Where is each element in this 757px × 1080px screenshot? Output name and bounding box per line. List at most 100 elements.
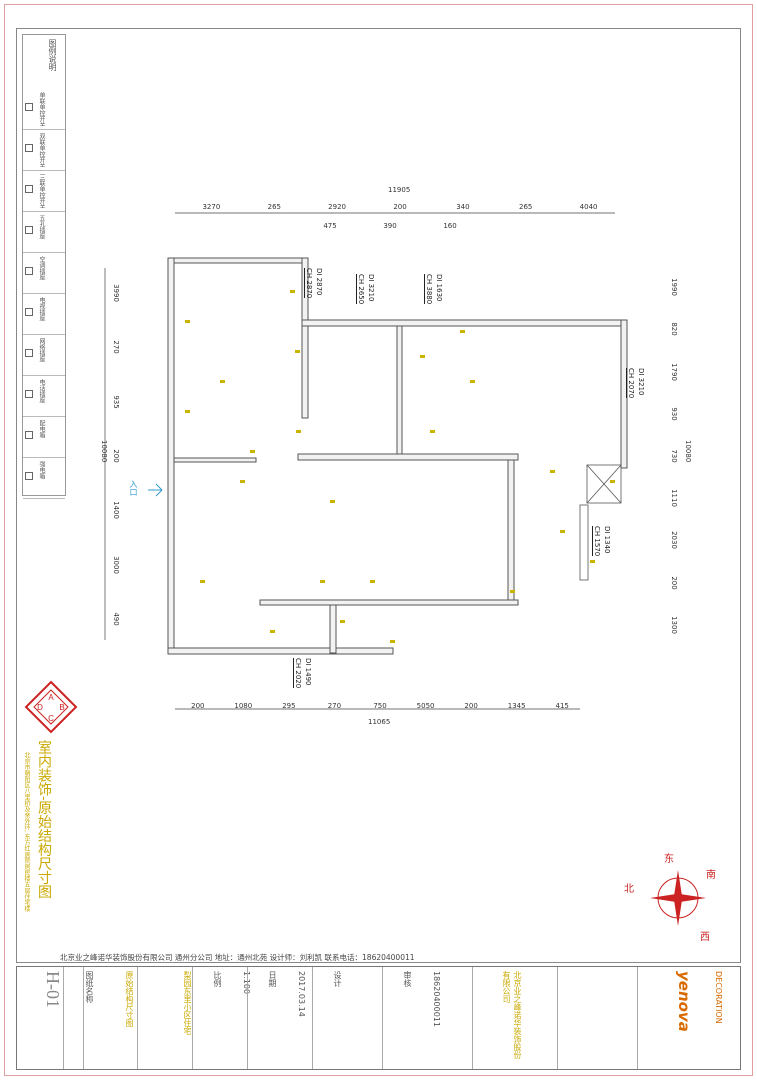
logo-letter-b: B [59,703,64,712]
tb-drawing-name: 原始结构尺寸图 [125,971,134,1027]
tb-drawn-label: 审核 [403,971,412,987]
title-block-divider [83,967,84,1069]
compass-east: 东 [664,854,674,865]
socket-marker [185,320,190,323]
dimension-value: 200 [393,203,407,211]
dimension-value: 270 [112,340,120,355]
entry-arrow [148,483,163,497]
dim-right-total: 10080 [684,440,692,463]
dimension-value: 200 [464,702,478,710]
tb-date: 2017.03.14 [297,971,306,1017]
dimension-value: 3270 [202,203,221,211]
ceiling-height: CH 2870 [304,268,313,299]
dimension-value: 2030 [670,531,678,550]
window-cross [579,464,622,581]
ceiling-height: CH 2070 [626,368,635,399]
legend-title: 图例说明 [48,39,57,71]
compass-north: 北 [624,884,634,895]
ceiling-di: DI 1490 [304,658,312,686]
dimension-value: 1345 [507,702,526,710]
yellow-markers [185,290,615,643]
dimension-value: 1300 [670,615,678,634]
company-logo: A B C D [24,680,78,734]
dimension-value: 265 [267,203,281,211]
title-block-divider [247,967,248,1069]
legend-row-label: 强电箱 [38,461,45,479]
dimension-value: 3990 [112,284,120,303]
ceiling-di: DI 1340 [603,526,611,554]
dimension-value: 265 [519,203,533,211]
dimension-value: 2920 [328,203,347,211]
tb-designer-label: 设计 [333,971,342,987]
legend-row: 网络插座 [23,335,65,376]
legend-row-label: 单联单控开关 [38,92,45,126]
socket-marker [560,530,565,533]
floor-plan [104,212,628,710]
legend-row-label: 电视插座 [38,297,45,321]
legend-row: 强电箱 [23,458,65,499]
dimension-value: 200 [191,702,205,710]
footer-address: 北京业之峰诺华装饰股份有限公司 通州分公司 地址：通州北苑 设计师：刘利凯 联系… [60,953,415,962]
dimension-value: 200 [670,576,678,590]
socket-marker [320,580,325,583]
legend-row: 单联单控开关 [23,89,65,130]
legend-symbol-icon [25,349,33,357]
dimension-lines [104,212,615,710]
ceiling-height: CH 1570 [592,526,601,557]
entry-label: 入口 [129,480,138,496]
dim-top-total: 11905 [388,186,411,194]
socket-marker [340,620,345,623]
dimension-value: 1080 [234,702,253,710]
dimension-value: 4040 [579,203,598,211]
dimension-value: 750 [373,702,387,710]
legend-row-label: 电话插座 [38,379,45,403]
dimension-value: 730 [670,449,678,463]
title-block-divider [137,967,138,1069]
dim-bottom-total: 11065 [368,718,391,726]
dimension-value: 295 [282,702,296,710]
title-block-divider [63,967,64,1069]
socket-marker [550,470,555,473]
ceiling-height: CH 2650 [356,274,365,305]
socket-marker [250,450,255,453]
socket-marker [510,590,515,593]
ceiling-di: DI 1630 [435,274,443,302]
tb-project: 梨园东里小区住宅 [183,971,192,1035]
tb-brand-sub: DECORATION [714,971,723,1024]
socket-marker [370,580,375,583]
legend-symbol-icon [25,144,33,152]
dimension-value: 3000 [112,555,120,574]
socket-marker [610,480,615,483]
legend-symbol-icon [25,103,33,111]
title-block-divider [192,967,193,1069]
socket-marker [295,350,300,353]
dimension-value: 1110 [670,489,678,508]
legend-symbol-icon [25,185,33,193]
legend-row-label: 五孔插座 [38,215,45,239]
dimension-value: 200 [112,449,120,463]
legend-row-label: 三联单控开关 [38,174,45,208]
legend-row-label: 网络插座 [38,338,45,362]
tb-scale: 1:100 [223,971,251,1065]
ceiling-di: DI 2870 [315,268,323,296]
ceiling-height: CH 2020 [293,658,302,689]
legend-row: 空调插座 [23,253,65,294]
dimension-value: 820 [670,322,678,336]
socket-marker [185,410,190,413]
dimension-value: 1790 [670,362,678,381]
legend-row: 五孔插座 [23,212,65,253]
legend-row: 双联单控开关 [23,130,65,171]
logo-letter-a: A [48,693,54,702]
dimension-value: 390 [383,222,397,230]
legend-symbol-icon [25,390,33,398]
legend-row: 电话插座 [23,376,65,417]
logo-letter-c: C [48,714,54,723]
